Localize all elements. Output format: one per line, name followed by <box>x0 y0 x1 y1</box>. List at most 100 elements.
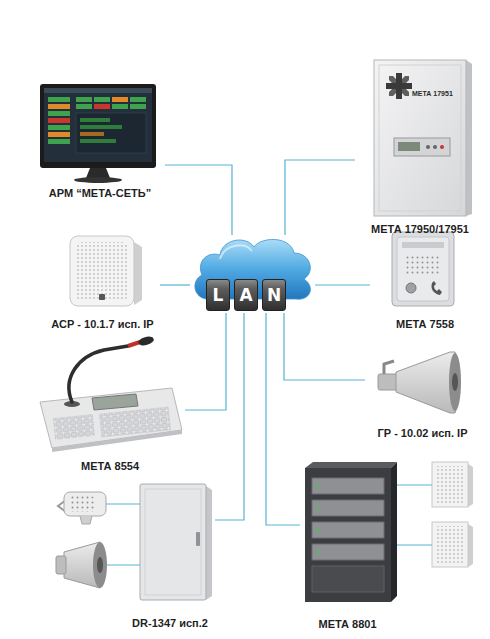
microphone-console-picture <box>40 388 182 448</box>
control-box-picture <box>196 532 200 546</box>
monitor-picture <box>80 125 122 129</box>
rack-picture <box>305 468 391 602</box>
monitor-picture <box>80 139 116 143</box>
call-panel-picture <box>392 232 454 306</box>
device-label: DR-1347 исп.2 <box>132 617 208 630</box>
siren-picture <box>93 542 107 588</box>
speaker-picture <box>76 242 128 300</box>
device-label: АСР - 10.1.7 исп. IP <box>51 318 153 331</box>
cabinet-picture <box>433 145 437 149</box>
device-label: МЕТА 7558 <box>396 318 454 331</box>
monitor-picture <box>76 97 92 102</box>
siren-picture <box>70 496 94 512</box>
control-box-node: DR-1347 исп.2 <box>125 482 215 632</box>
cabinet-picture <box>394 138 450 156</box>
device-label: МЕТА 8554 <box>81 460 139 473</box>
rack-picture <box>391 462 397 602</box>
rack-picture <box>305 462 397 602</box>
call-panel-picture <box>431 281 442 295</box>
letter-tile: N <box>262 279 286 311</box>
network-link <box>266 313 300 525</box>
letter-tiles: LAN <box>206 279 286 311</box>
monitor-picture <box>44 88 152 162</box>
microphone-console-picture <box>99 406 171 437</box>
call-panel-picture <box>397 237 449 301</box>
wire-line <box>397 484 432 485</box>
cabinet-picture <box>386 73 412 99</box>
cabinet-node: МЕТА 17950/17951 <box>355 58 485 238</box>
speaker-picture <box>99 294 105 300</box>
letter-tile: L <box>206 279 230 311</box>
wire-line <box>106 503 140 504</box>
rack-picture <box>312 522 384 538</box>
cabinet-picture <box>398 142 420 151</box>
wall-speaker-picture <box>432 462 473 567</box>
monitor-picture <box>112 104 128 109</box>
microphone-console-picture <box>53 414 95 440</box>
monitor-picture <box>48 104 70 109</box>
wall-speaker-picture <box>436 466 464 503</box>
horn-speaker-node: ГР - 10.02 исп. IP <box>365 345 480 442</box>
rack-picture <box>317 507 320 510</box>
horn-speaker-picture <box>378 352 461 413</box>
call-panel-picture <box>405 254 441 274</box>
control-box-picture <box>140 484 212 600</box>
microphone-console-picture <box>92 394 138 410</box>
siren-picture <box>64 492 106 516</box>
wire-line <box>107 564 140 565</box>
network-link <box>315 284 370 285</box>
siren-picture <box>56 492 107 588</box>
horn-speaker-picture <box>449 353 461 411</box>
horn-speaker-picture <box>384 361 394 374</box>
microphone-console-picture <box>40 335 182 452</box>
wire-line <box>106 504 140 565</box>
network-link <box>160 284 190 285</box>
microphone-console-picture <box>128 342 140 346</box>
monitor-picture <box>40 84 156 168</box>
rack-picture <box>312 478 384 494</box>
siren-picture <box>56 556 66 574</box>
device-inscription: МЕТА 17951 <box>412 90 453 97</box>
monitor-picture <box>80 118 110 122</box>
device-label: МЕТА 8801 <box>319 618 377 631</box>
call-panel-picture <box>402 242 444 248</box>
call-panel-picture <box>392 232 454 306</box>
monitor-picture <box>94 97 110 102</box>
monitor-picture <box>76 104 92 109</box>
monitor-picture <box>80 132 104 136</box>
cabinet-picture <box>466 60 472 216</box>
monitor-picture <box>48 125 70 130</box>
monitor-picture <box>48 139 70 144</box>
rack-picture <box>312 566 384 592</box>
network-link <box>284 313 365 380</box>
rack-picture <box>317 529 320 532</box>
monitor-picture <box>48 97 70 102</box>
control-box-picture <box>145 489 201 595</box>
rack-picture <box>312 544 384 560</box>
device-inscription: МЕТА 17951 <box>412 82 453 100</box>
network-link <box>285 160 355 235</box>
speaker-picture <box>70 236 142 306</box>
monitor-picture <box>40 84 156 183</box>
monitor-picture <box>76 113 146 153</box>
device-label: ГР - 10.02 исп. IP <box>378 427 468 440</box>
rack-picture <box>317 485 320 488</box>
rack-node: МЕТА 8801 <box>300 468 395 633</box>
cabinet-picture <box>386 73 412 99</box>
wall-speaker-picture <box>468 524 473 567</box>
wire-line <box>397 485 432 545</box>
letter-tile: A <box>234 279 258 311</box>
monitor-picture <box>48 111 70 116</box>
speaker-picture <box>70 236 134 306</box>
call-panel-node: МЕТА 7558 <box>370 228 480 333</box>
cabinet-picture <box>440 145 444 149</box>
speaker-picture <box>134 242 142 305</box>
console-node: МЕТА 8554 <box>35 340 185 475</box>
horn-speaker-picture <box>452 373 458 391</box>
rack-picture <box>317 551 320 554</box>
device-label: АРМ “МЕТА-СЕТЬ” <box>49 187 151 200</box>
lan-cloud: LAN <box>190 235 315 313</box>
monitor-picture <box>130 104 146 109</box>
monitor-picture <box>94 104 110 109</box>
